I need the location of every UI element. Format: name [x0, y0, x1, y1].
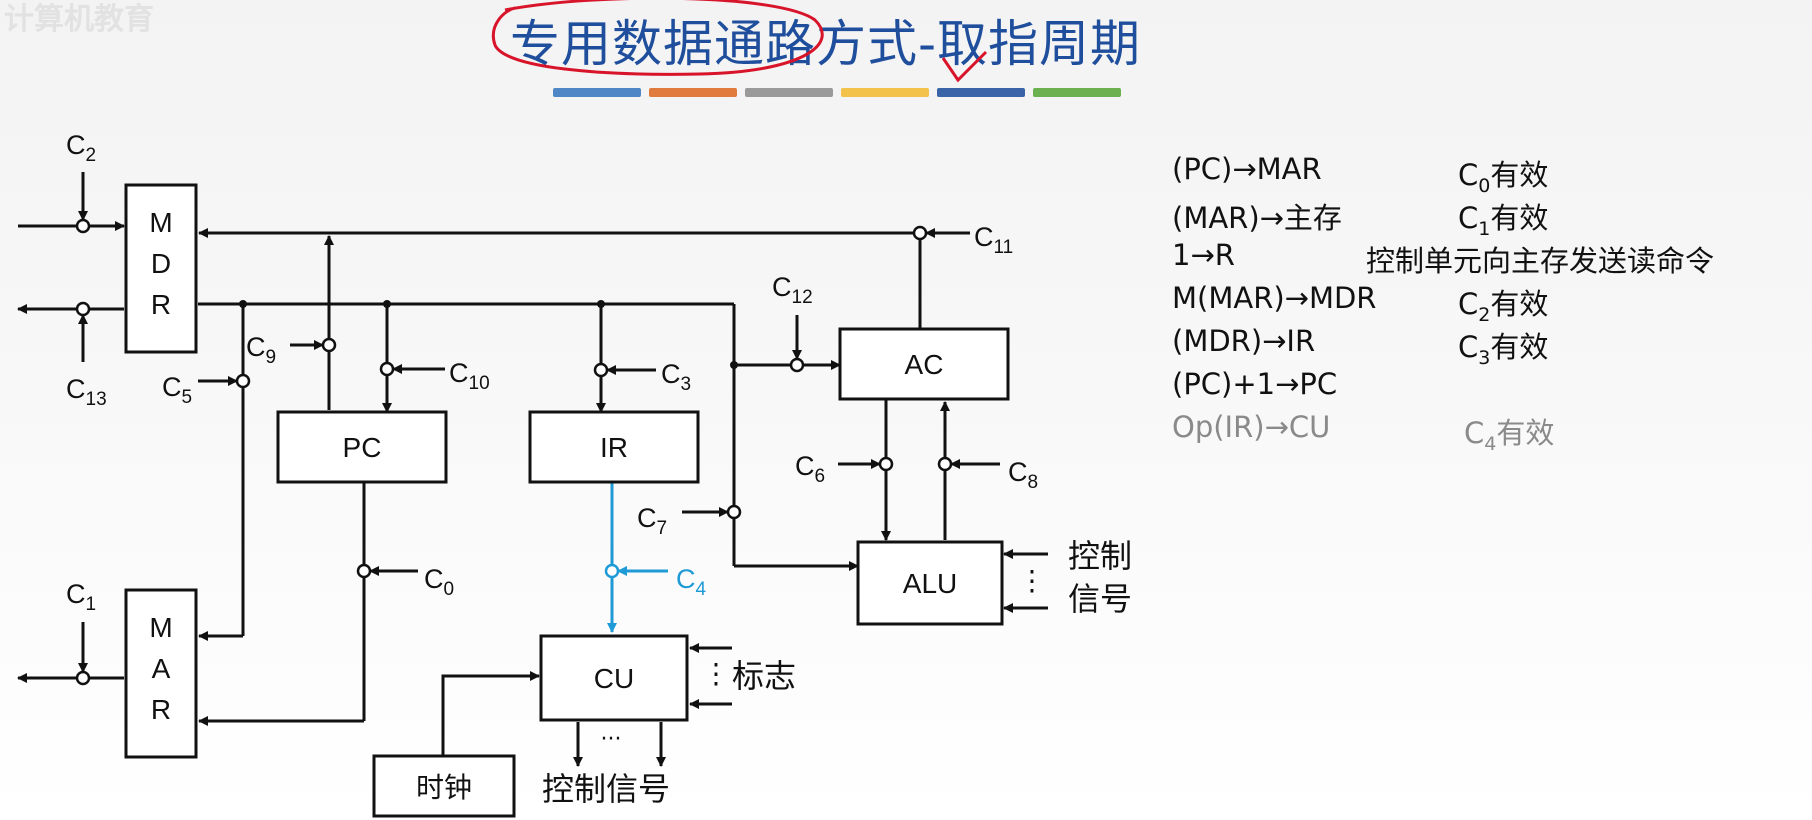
gate-c10: [379, 361, 395, 377]
mar-label-m: M: [149, 612, 172, 643]
annotation-circle: [491, 0, 824, 76]
step-note: C3有效: [1458, 330, 1549, 369]
signal-c12: C12: [772, 272, 813, 308]
step-note: C0有效: [1458, 158, 1549, 197]
flag-vdots: ⋮: [702, 657, 730, 690]
signal-c13: C13: [66, 374, 107, 410]
step-note: C1有效: [1458, 201, 1549, 240]
signal-c5: C5: [162, 372, 192, 408]
gate-c4: [604, 563, 620, 579]
junction-dot: [239, 300, 247, 308]
gate-c2: [75, 218, 91, 234]
wire-clock-to-cu: [441, 671, 540, 756]
signal-c3: C3: [661, 359, 691, 395]
step-operation: (MDR)→IR: [1172, 324, 1316, 358]
gate-c11: [912, 225, 928, 241]
step-operation: (PC)→MAR: [1172, 152, 1322, 186]
step-note: 控制单元向主存发送读命令: [1366, 244, 1715, 278]
gate-c9: [321, 337, 337, 353]
ac-box: [838, 327, 1010, 401]
signal-c8: C8: [1008, 457, 1038, 493]
alu-control-label-1: 控制: [1068, 537, 1132, 575]
signal-c1: C1: [66, 579, 96, 615]
page-title: 专用数据通路方式-取指周期: [510, 15, 1142, 73]
alu-label: ALU: [903, 568, 957, 599]
step-operation: Op(IR)→CU: [1172, 410, 1331, 444]
gate-c0: [356, 563, 372, 579]
junction-dot: [597, 300, 605, 308]
step-operation: (PC)+1→PC: [1172, 367, 1338, 401]
pc-box: [276, 410, 448, 484]
color-bar-navy: [937, 88, 1025, 97]
gate-c1: [75, 670, 91, 686]
ir-box: [528, 410, 700, 484]
color-bar-blue: [553, 88, 641, 97]
cu-output-dots: ···: [601, 727, 622, 752]
color-bar-yellow: [841, 88, 929, 97]
signal-c6: C6: [795, 451, 825, 487]
mar-label-a: A: [152, 653, 171, 684]
gate-c8: [937, 456, 953, 472]
gate-c6: [878, 456, 894, 472]
ir-label: IR: [600, 432, 628, 463]
mdr-label-m: M: [149, 207, 172, 238]
junction-dot: [730, 361, 738, 369]
signal-c9: C9: [246, 332, 276, 368]
gate-c7: [726, 504, 742, 520]
ac-label: AC: [905, 349, 944, 380]
junction-dot: [383, 300, 391, 308]
signal-c4: C4: [676, 564, 707, 600]
mdr-label-r: R: [151, 289, 171, 320]
signal-c11: C11: [974, 222, 1013, 258]
signal-c7: C7: [637, 503, 667, 539]
pc-label: PC: [343, 432, 382, 463]
cu-box: [539, 634, 689, 722]
step-operation: 1→R: [1172, 238, 1235, 272]
mar-box: [124, 588, 198, 759]
signal-c10: C10: [449, 358, 490, 394]
mdr-label-d: D: [151, 248, 171, 279]
watermark: 计算机教育: [4, 2, 154, 37]
cu-label: CU: [594, 663, 634, 694]
alu-vdots: ⋮: [1018, 564, 1046, 597]
alu-box: [856, 540, 1004, 626]
clock-label: 时钟: [416, 772, 472, 803]
gate-c5: [235, 373, 251, 389]
color-bar-orange: [649, 88, 737, 97]
flag-label: 标志: [732, 657, 796, 695]
cu-output-label: 控制信号: [542, 770, 670, 808]
step-operation: M(MAR)→MDR: [1172, 281, 1377, 315]
annotation-check: [941, 50, 988, 83]
step-note: C2有效: [1458, 287, 1549, 326]
mar-label-r: R: [151, 694, 171, 725]
step-note: C4有效: [1464, 416, 1555, 455]
mdr-box: [124, 183, 198, 354]
signal-c2: C2: [66, 130, 96, 166]
color-bar-gray: [745, 88, 833, 97]
gate-c12: [789, 357, 805, 373]
alu-control-label-2: 信号: [1068, 580, 1132, 618]
color-bar-green: [1033, 88, 1121, 97]
gate-c3: [593, 362, 609, 378]
gate-c13: [75, 301, 91, 317]
clock-box: [372, 754, 516, 818]
step-operation: (MAR)→主存: [1172, 201, 1342, 235]
signal-c0: C0: [424, 564, 454, 600]
